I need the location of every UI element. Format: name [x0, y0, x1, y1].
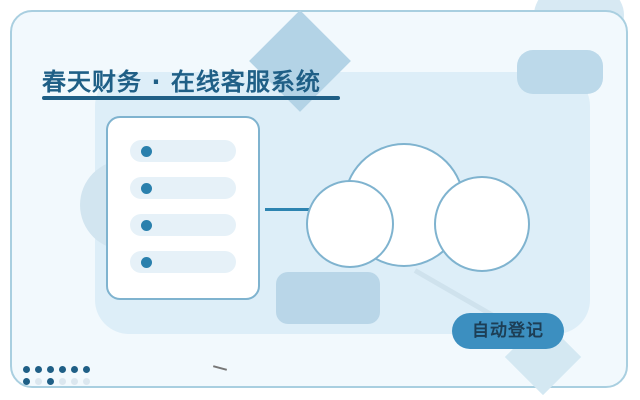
list-item	[130, 140, 236, 162]
decor-dot	[71, 366, 78, 373]
list-item	[130, 251, 236, 273]
list-panel	[106, 116, 260, 300]
dot-icon	[141, 146, 152, 157]
dot-icon	[141, 220, 152, 231]
cloud-lobe-right	[434, 176, 530, 272]
decor-dot	[59, 378, 66, 385]
cloud-lobe-left	[306, 180, 394, 268]
decor-dot	[35, 366, 42, 373]
decor-dot	[71, 378, 78, 385]
decor-dot	[59, 366, 66, 373]
decor-dot	[23, 378, 30, 385]
list-item	[130, 177, 236, 199]
page-title: 春天财务 · 在线客服系统	[42, 68, 321, 96]
auto-register-button[interactable]: 自动登记	[452, 313, 564, 349]
decor-dot	[83, 366, 90, 373]
title-underline	[42, 96, 340, 100]
list-item	[130, 214, 236, 236]
decor-dot-grid	[21, 364, 105, 388]
connector-line	[265, 208, 331, 211]
decor-rounded-rect-top-right	[517, 50, 603, 94]
decor-rounded-rect-bottom	[276, 272, 380, 324]
decor-dot	[23, 366, 30, 373]
decor-dot	[83, 378, 90, 385]
decor-dot	[47, 378, 54, 385]
dot-icon	[141, 183, 152, 194]
decor-dot	[35, 378, 42, 385]
decor-dot	[47, 366, 54, 373]
dot-icon	[141, 257, 152, 268]
